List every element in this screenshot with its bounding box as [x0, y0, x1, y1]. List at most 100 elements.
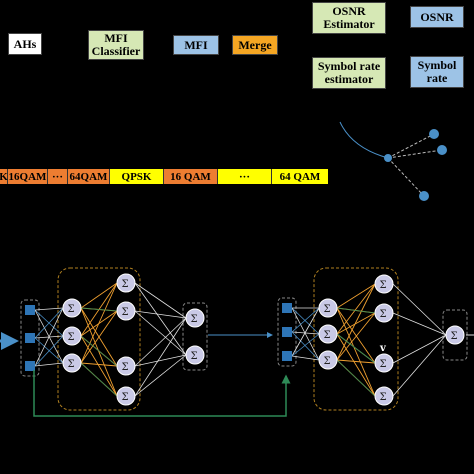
merge-label: Merge — [238, 37, 272, 52]
neuron-symbol: Σ — [67, 359, 74, 370]
neuron-node — [185, 308, 205, 328]
sequence-cell: 64QAM — [68, 169, 110, 184]
fanout-line — [387, 157, 425, 197]
edge — [134, 310, 187, 356]
hidden-frame — [313, 267, 399, 411]
neuron-node — [116, 301, 136, 321]
edge — [80, 335, 118, 397]
merge-legend-box: Merge — [232, 35, 278, 55]
edge — [80, 307, 118, 397]
neuron-symbol: Σ — [323, 330, 330, 341]
v-label: v — [379, 343, 387, 354]
edge — [336, 307, 376, 364]
edge — [34, 307, 64, 367]
edge — [291, 355, 320, 361]
edge — [336, 307, 376, 314]
mfi-classifier-label-line2: Classifier — [91, 44, 141, 58]
edge — [336, 312, 376, 335]
sequence-cell: QPSK — [110, 169, 164, 184]
neuron-symbol: Σ — [121, 307, 128, 318]
edge — [134, 282, 187, 319]
symbol-rate-label-line2: rate — [426, 71, 448, 85]
neuron-symbol: Σ — [379, 359, 386, 370]
edge — [336, 312, 376, 361]
edge — [80, 335, 118, 367]
edge — [134, 354, 187, 367]
symbol-rate-estimator-label-line2: estimator — [324, 72, 374, 86]
osnr-estimator-label-line1: OSNR — [332, 4, 366, 18]
ahs-label: AHs — [13, 36, 37, 51]
neuron-symbol: Σ — [67, 304, 74, 315]
edge — [34, 307, 64, 311]
neuron-node — [374, 353, 394, 373]
edge — [34, 335, 64, 367]
neuron-node — [318, 324, 338, 344]
edge — [291, 307, 320, 361]
neuron-symbol: Σ — [190, 314, 197, 325]
sequence-cell: 16 QAM — [164, 169, 218, 184]
fanout-node — [384, 154, 392, 162]
input-square — [25, 361, 35, 371]
osnr-legend-box: OSNR — [410, 6, 464, 28]
sequence-cell: K — [0, 169, 8, 184]
edge — [336, 283, 376, 335]
edge — [34, 307, 64, 339]
edge — [336, 333, 376, 364]
mfi-legend-box: MFI — [173, 35, 219, 55]
fanout-node — [437, 145, 447, 155]
neuron-node — [116, 273, 136, 293]
sequence-cell: 64 QAM — [272, 169, 328, 184]
neuron-node — [445, 325, 465, 345]
fanout-sketch — [339, 121, 447, 201]
ahs-legend-box: AHs — [8, 33, 42, 55]
sequence-cell: ··· — [48, 169, 68, 184]
edge — [336, 283, 376, 309]
osnr-estimator-legend-box: OSNR Estimator — [312, 2, 386, 34]
edge — [291, 333, 320, 357]
input-square — [25, 305, 35, 315]
input-square — [282, 351, 292, 361]
edge — [392, 312, 447, 336]
osnr-label: OSNR — [420, 9, 454, 24]
edge — [336, 359, 376, 397]
neuron-symbol: Σ — [67, 332, 74, 343]
neuron-node — [318, 350, 338, 370]
neuron-node — [116, 356, 136, 376]
edge — [336, 359, 376, 364]
neuron-symbol: Σ — [323, 356, 330, 367]
edge — [34, 362, 64, 367]
neuron-symbol: Σ — [379, 309, 386, 320]
edge — [291, 331, 320, 361]
edge — [134, 317, 187, 397]
neuron-node — [62, 326, 82, 346]
osnr-estimator-label-line2: Estimator — [323, 17, 375, 31]
neuron-symbol: Σ — [379, 280, 386, 291]
neuron-node — [374, 303, 394, 323]
edge — [80, 362, 118, 397]
fanout-line — [387, 133, 435, 159]
neuron-symbol: Σ — [450, 331, 457, 342]
symbol-rate-estimator-legend-box: Symbol rate estimator — [312, 57, 386, 89]
neuron-node — [62, 353, 82, 373]
sequence-cell: 16QAM — [8, 169, 48, 184]
edge — [291, 331, 320, 335]
neuron-symbol: Σ — [121, 279, 128, 290]
edge — [134, 354, 187, 397]
fanout-line — [387, 149, 443, 159]
neuron-node — [62, 298, 82, 318]
edge — [392, 334, 447, 364]
mfi-label: MFI — [184, 37, 208, 52]
skip-connection — [33, 370, 291, 417]
fanout-curve — [339, 121, 389, 159]
edge — [291, 307, 320, 357]
edge — [392, 283, 447, 336]
edge — [336, 307, 376, 397]
fanout-node — [419, 191, 429, 201]
neuron-symbol: Σ — [121, 362, 128, 373]
edge — [336, 333, 376, 397]
edge — [134, 282, 187, 356]
symbol-rate-legend-box: Symbol rate — [410, 56, 464, 88]
edge — [336, 283, 376, 361]
